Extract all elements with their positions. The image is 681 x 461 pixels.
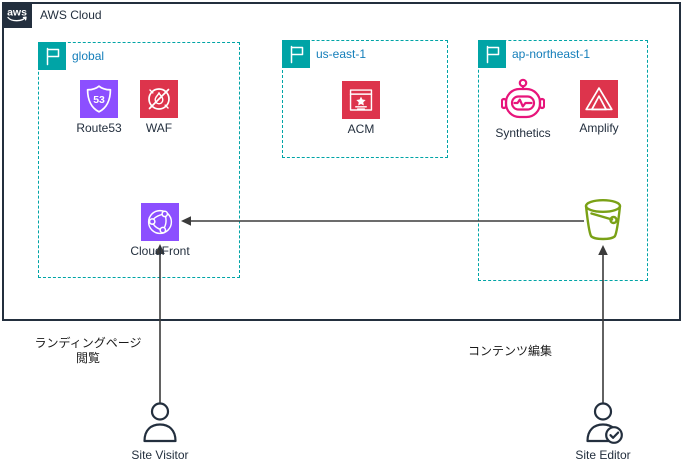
- node-route53: 53 Route53: [61, 80, 137, 135]
- waf-label: WAF: [145, 121, 173, 135]
- waf-icon: [140, 80, 178, 118]
- annotation-editor-flow: コンテンツ編集: [468, 344, 553, 358]
- node-synthetics: Synthetics: [482, 77, 564, 140]
- synthetics-icon: [501, 78, 545, 119]
- amplify-icon: [580, 80, 618, 118]
- region-global: global: [38, 42, 240, 278]
- aws-logo-icon: aws: [2, 2, 32, 28]
- region-flag-icon: [38, 42, 66, 70]
- node-amplify: Amplify: [561, 80, 637, 135]
- acm-label: ACM: [347, 122, 375, 136]
- acm-icon: [342, 81, 380, 119]
- region-flag-icon: [282, 40, 310, 68]
- route53-label: Route53: [76, 121, 122, 135]
- region-ap-northeast-1: ap-northeast-1: [478, 40, 648, 281]
- annotation-visitor-line2: 閲覧: [75, 351, 100, 365]
- site-editor-label: Site Editor: [575, 448, 631, 461]
- region-us-east-1-label: us-east-1: [316, 47, 367, 61]
- annotation-visitor-line1: ランディングページ: [34, 336, 142, 350]
- amplify-label: Amplify: [579, 121, 619, 135]
- node-acm: ACM: [323, 81, 399, 136]
- actor-site-editor: Site Editor: [558, 401, 648, 461]
- node-cloudfront: CloudFront: [122, 203, 198, 258]
- synthetics-label: Synthetics: [495, 126, 551, 140]
- aws-cloud-title: AWS Cloud: [40, 8, 102, 22]
- person-check-icon: [586, 402, 623, 444]
- annotation-visitor-flow: ランディングページ 閲覧: [20, 336, 156, 366]
- aws-logo-text: aws: [7, 7, 27, 19]
- region-us-east-1: us-east-1: [282, 40, 448, 158]
- site-visitor-label: Site Visitor: [131, 448, 189, 461]
- node-waf: WAF: [121, 80, 197, 135]
- actor-site-visitor: Site Visitor: [115, 401, 205, 461]
- region-ap-northeast-1-label: ap-northeast-1: [512, 47, 591, 61]
- aws-cloud-container: [2, 2, 681, 321]
- region-flag-icon: [478, 40, 506, 68]
- person-icon: [143, 402, 177, 443]
- route53-badge: 53: [93, 95, 105, 106]
- s3-bucket-icon: [581, 196, 625, 251]
- cloudfront-label: CloudFront: [130, 244, 190, 258]
- route53-icon: 53: [80, 80, 118, 118]
- cloudfront-icon: [141, 203, 179, 241]
- region-global-label: global: [72, 49, 105, 63]
